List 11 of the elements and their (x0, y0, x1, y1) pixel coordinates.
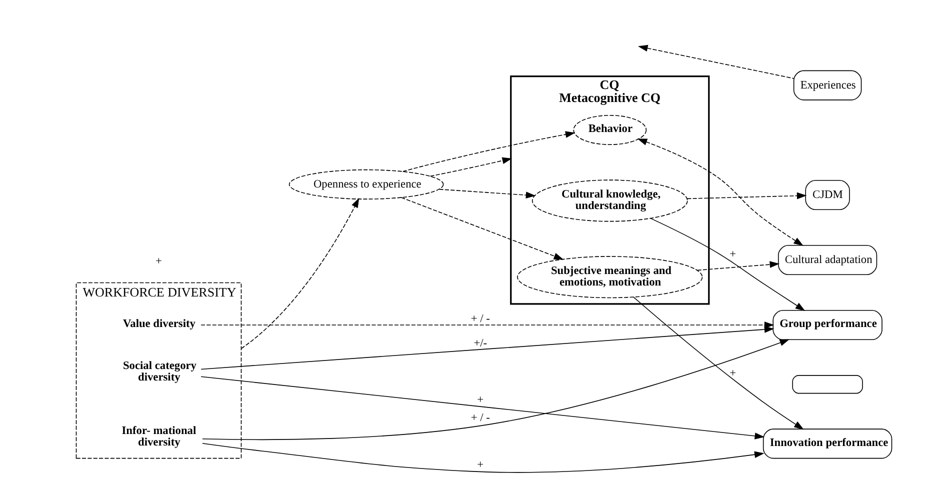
label: + (155, 256, 162, 268)
edge-label: +/- (473, 337, 487, 350)
edge-label: + / - (470, 312, 490, 325)
edge-label: + (476, 394, 484, 406)
edge-label: + (729, 367, 736, 380)
node-text: Infor- mational diversity (121, 425, 196, 448)
edge-label: + (476, 459, 484, 472)
node-text: Social category diversity (122, 360, 196, 384)
node-text: Value diversity (122, 318, 195, 330)
edge-label: + / - (470, 412, 490, 424)
edge-label: + (729, 248, 736, 261)
